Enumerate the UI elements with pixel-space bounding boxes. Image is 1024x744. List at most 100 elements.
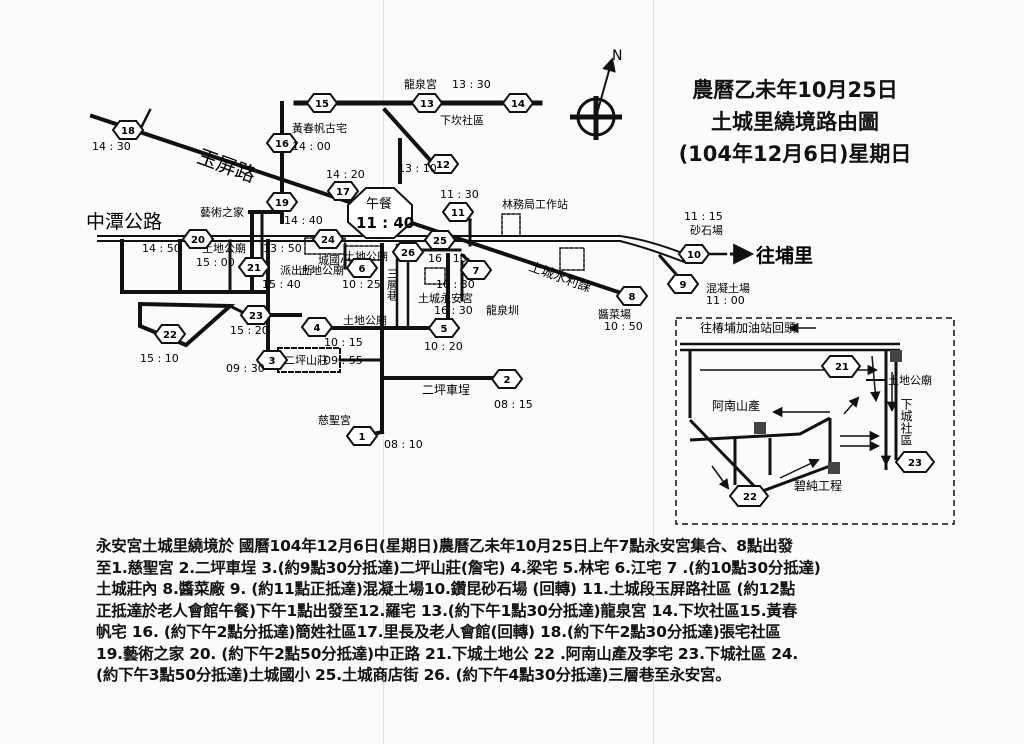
stop-marker-19 xyxy=(265,192,299,212)
inset-tudigong-label: 土地公廟 xyxy=(888,373,932,387)
stop-marker-16 xyxy=(265,133,299,153)
inset-anan-label: 阿南山產 xyxy=(712,398,760,413)
stop-number: 13 xyxy=(420,99,434,110)
stop-number: 15 xyxy=(315,99,329,110)
inset-xiacheng-label: 下城社區 xyxy=(899,398,913,446)
stop-number: 14 xyxy=(511,99,525,110)
stop-number: 8 xyxy=(629,292,636,303)
label-tudigong-3: 土地公廟 xyxy=(343,313,387,327)
stop-number: 17 xyxy=(336,187,350,198)
stop-time: 15 : 20 xyxy=(230,324,269,337)
road-label-yuping: 玉屏路 xyxy=(194,144,259,187)
stop-marker-26 xyxy=(391,242,425,262)
stop-marker-4 xyxy=(300,317,334,337)
stop-label: 龍泉宮 xyxy=(404,77,437,91)
compass-north-label: N xyxy=(612,48,622,64)
stop-label: 二坪山莊 xyxy=(284,354,328,367)
stop-label: 城國小 xyxy=(318,254,351,267)
stop-label: 醬菜場 xyxy=(598,307,631,321)
stop-marker-3 xyxy=(255,350,289,370)
stop-number: 7 xyxy=(473,266,480,277)
stop-label: 黃春帆古宅 xyxy=(292,121,347,135)
stop-time: 14 : 50 xyxy=(142,242,181,255)
stop-marker-5 xyxy=(427,318,461,338)
description-line: 19.藝術之家 20. (約下午2點50分抵達)中正路 21.下城土地公 22 … xyxy=(96,644,799,663)
stop-label: 派出所 xyxy=(280,263,313,277)
map-title: 農曆乙未年10月25日 土城里繞境路由圖 (104年12月6日)星期日 xyxy=(640,74,950,170)
stop-marker-12 xyxy=(426,154,460,174)
road-label-erpin: 二坪車埕 xyxy=(422,383,470,397)
stop-marker-23 xyxy=(239,305,273,325)
stop-number: 24 xyxy=(321,235,335,246)
inset-bichun-block xyxy=(828,462,840,474)
stop-number: 12 xyxy=(436,160,450,171)
stop-number: 1 xyxy=(359,432,366,443)
description-line: 永安宮土城里繞境於 國曆104年12月6日(星期日)農曆乙未年10月25日上午7… xyxy=(96,537,793,555)
stop-number: 2 xyxy=(504,375,511,386)
stop-time: 15 : 40 xyxy=(262,278,301,291)
stop-number: 10 xyxy=(687,250,701,261)
stop-number: 22 xyxy=(163,330,177,341)
stop-marker-1 xyxy=(345,426,379,446)
stop-marker-7 xyxy=(459,260,493,280)
stop-time: 14 : 40 xyxy=(284,214,323,227)
time-0955: 09 : 55 xyxy=(324,354,363,367)
stop-time: 15 : 00 xyxy=(196,256,235,269)
description-line: 帆宅 16. (約下午2點分抵達)簡姓社區17.里長及老人會館(回轉) 18.(… xyxy=(96,623,781,641)
stop-marker-11 xyxy=(441,202,475,222)
stop-marker-18 xyxy=(111,120,145,140)
stop-number: 11 xyxy=(451,208,465,219)
stop-marker-8 xyxy=(615,286,649,306)
stop-time: 11 : 00 xyxy=(706,294,745,307)
stop-time: 16 : 10 xyxy=(428,252,467,265)
stop-time: 08 : 15 xyxy=(494,398,533,411)
stop-label: 砂石場 xyxy=(690,224,723,237)
stop-label: 下坎社區 xyxy=(440,113,484,127)
stop-time: 14 : 20 xyxy=(326,168,365,181)
stop-number: 26 xyxy=(401,248,415,259)
inset-top-label: 往椿埔加油站回頭 xyxy=(700,320,796,335)
title-line-2: 土城里繞境路由圖 xyxy=(711,110,879,134)
stop-marker-17 xyxy=(326,181,360,201)
stop-number: 16 xyxy=(275,139,289,150)
inset-anan-block xyxy=(754,422,766,434)
stop-label: 混凝土場 xyxy=(706,281,750,295)
label-tudigong-1: 土地公廟 xyxy=(202,241,246,255)
stop-time: 14 : 00 xyxy=(292,140,331,153)
stop-number: 19 xyxy=(275,198,289,209)
stop-number: 20 xyxy=(191,235,205,246)
inset-stop-23: 23 xyxy=(908,458,922,469)
stop-time: 08 : 10 xyxy=(384,438,423,451)
stop-time: 11 : 30 xyxy=(440,188,479,201)
stop-marker-22 xyxy=(153,324,187,344)
stop-label: 藝術之家 xyxy=(200,205,244,219)
stop-marker-15 xyxy=(305,93,339,113)
label-longquan-zun: 龍泉圳 xyxy=(486,303,519,317)
lunch-label: 午餐 xyxy=(366,196,392,212)
stop-marker-13 xyxy=(410,93,444,113)
description-line: (約下午3點50分抵達)土城國小 25.土城商店街 26. (約下午4點30分抵… xyxy=(96,666,731,684)
stop-label: 土城永安宮 xyxy=(418,291,473,305)
stop-marker-21 xyxy=(237,257,271,277)
road-label-puli: 往埔里 xyxy=(756,244,813,267)
stop-time: 10 : 50 xyxy=(604,320,643,333)
label-sanceng: 三層巷 xyxy=(386,268,399,301)
stop-marker-25 xyxy=(423,230,457,250)
stop-number: 18 xyxy=(121,126,135,137)
stop-marker-9 xyxy=(666,274,700,294)
inset-stop-22: 22 xyxy=(743,492,757,503)
lunch-octagon xyxy=(347,187,413,239)
stop-marker-20 xyxy=(181,229,215,249)
compass-rose: N xyxy=(570,48,622,140)
stop-time: 13 : 10 xyxy=(398,162,437,175)
stop-time: 10 : 25 xyxy=(342,278,381,291)
road-label-zhongtan: 中潭公路 xyxy=(86,211,162,233)
stop-number: 4 xyxy=(314,323,321,334)
stop-number: 21 xyxy=(247,263,261,274)
stop-time: 13 : 30 xyxy=(452,78,491,91)
fold-line xyxy=(653,0,654,744)
title-line-3: (104年12月6日)星期日 xyxy=(678,142,912,166)
stop-time: 14 : 30 xyxy=(92,140,131,153)
